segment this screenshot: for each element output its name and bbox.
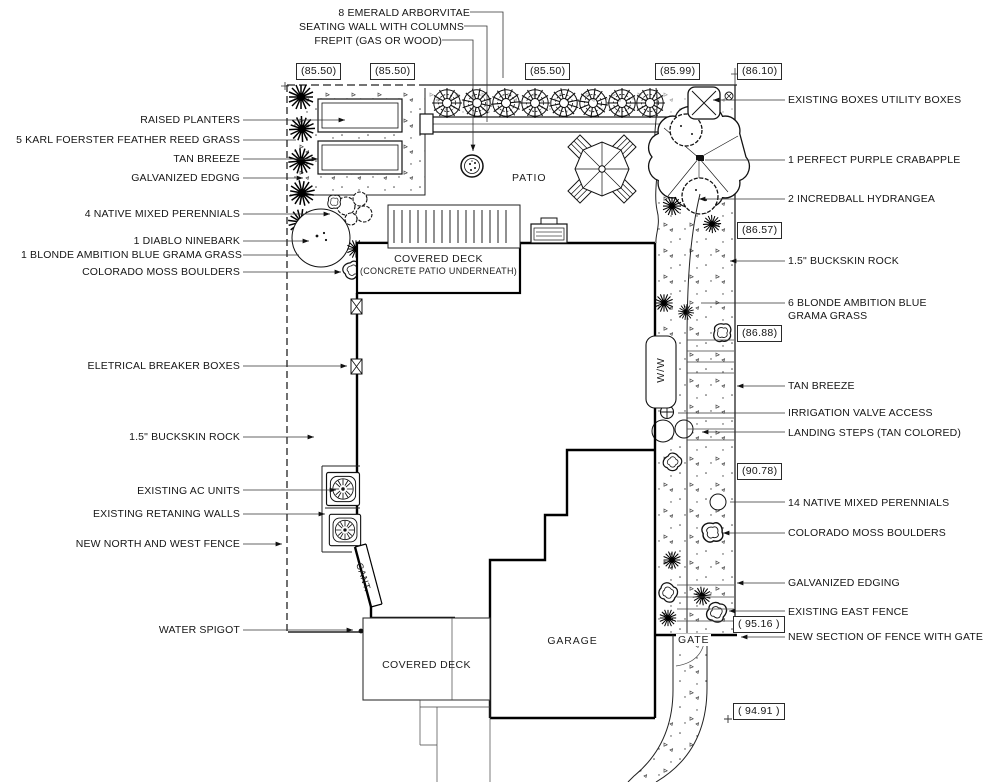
firepit-icon	[460, 154, 484, 178]
covered-deck-lower-label: COVERED DECK	[382, 659, 471, 671]
label-retaining-walls: EXISTING RETANING WALLS	[93, 508, 240, 520]
label-irrigation-valve: IRRIGATION VALVE ACCESS	[788, 407, 933, 419]
patio-label: PATIO	[512, 172, 547, 184]
elevation-marker: (86.57)	[737, 222, 783, 239]
elevation-marker: (85.50)	[296, 63, 342, 80]
elevation-marker: (86.88)	[737, 325, 783, 342]
deck-stairs	[387, 204, 521, 249]
label-moss-boulders-left: COLORADO MOSS BOULDERS	[82, 266, 240, 278]
elevation-marker: ( 95.16 )	[733, 616, 785, 633]
label-east-fence: EXISTING EAST FENCE	[788, 606, 909, 618]
gate-label: GATE	[676, 634, 712, 646]
label-ac-units: EXISTING AC UNITS	[137, 485, 240, 497]
water-spigot-icon	[358, 628, 364, 634]
label-blonde-ambition-left: 1 BLONDE AMBITION BLUE GRAMA GRASS	[21, 249, 242, 261]
label-utility-boxes: EXISTING BOXES UTILITY BOXES	[788, 94, 962, 106]
window-well-box	[645, 335, 677, 409]
irrigation-valve-icon	[659, 404, 675, 420]
utility-box-icon	[687, 86, 734, 120]
label-crabapple: 1 PERFECT PURPLE CRABAPPLE	[788, 154, 961, 166]
label-hydrangea: 2 INCREDBALL HYDRANGEA	[788, 193, 936, 205]
label-raised-planters: RAISED PLANTERS	[140, 114, 240, 126]
label-buckskin-rock-right: 1.5" BUCKSKIN ROCK	[788, 255, 899, 267]
label-breaker-boxes: ELETRICAL BREAKER BOXES	[87, 360, 240, 372]
label-new-fence-gate: NEW SECTION OF FENCE WITH GATE	[788, 631, 984, 643]
label-buckskin-rock-left: 1.5" BUCKSKIN ROCK	[129, 431, 240, 443]
patio-table-icon	[567, 134, 637, 204]
covered-deck-upper-label: COVERED DECK	[394, 253, 483, 265]
elevation-marker: (85.99)	[655, 63, 701, 80]
label-landing-steps: LANDING STEPS (TAN COLORED)	[788, 427, 962, 439]
left-bed-plants	[291, 191, 373, 283]
label-galvanized-edging-left: GALVANIZED EDGNG	[131, 172, 240, 184]
right-bed-plants	[651, 196, 732, 627]
label-tan-breeze-right: TAN BREEZE	[788, 380, 855, 392]
lower-deck	[358, 617, 491, 782]
label-moss-boulders-right: COLORADO MOSS BOULDERS	[788, 527, 946, 539]
label-blonde-ambition-right: 6 BLONDE AMBITION BLUE GRAMA GRASS	[788, 297, 927, 322]
label-galvanized-edging-right: GALVANIZED EDGING	[788, 577, 900, 589]
grill-icon	[530, 217, 568, 244]
label-firepit: FREPIT (GAS OR WOOD)	[314, 35, 442, 47]
leader-lines	[243, 11, 785, 640]
label-seating-wall: SEATING WALL WITH COLUMNS	[299, 21, 464, 33]
seating-wall	[419, 113, 683, 135]
label-native-perennials-left: 4 NATIVE MIXED PERENNIALS	[84, 208, 240, 220]
label-emerald-arborvitae: 8 EMERALD ARBORVITAE	[338, 7, 470, 19]
label-water-spigot: WATER SPIGOT	[158, 624, 240, 636]
label-native-perennials-right: 14 NATIVE MIXED PERENNIALS	[788, 497, 950, 509]
elevation-marker: (85.50)	[525, 63, 571, 80]
garage-label: GARAGE	[547, 635, 598, 647]
label-tan-breeze-left: TAN BREEZE	[173, 153, 240, 165]
elevation-marker: (86.10)	[737, 63, 783, 80]
label-karl-foerster-grass: 5 KARL FOERSTER FEATHER REED GRASS	[16, 134, 240, 146]
elevation-marker: (85.50)	[370, 63, 416, 80]
retaining-wall-ac-units	[321, 465, 362, 553]
elevation-marker: ( 94.91 )	[733, 703, 785, 720]
label-diablo-ninebark: 1 DIABLO NINEBARK	[133, 235, 240, 247]
raised-planters	[290, 88, 426, 196]
covered-deck-upper-sub-label: (CONCRETE PATIO UNDERNEATH)	[359, 266, 518, 276]
window-well-label: W/W	[655, 357, 667, 383]
elevation-marker: (90.78)	[737, 463, 783, 480]
label-north-west-fence: NEW NORTH AND WEST FENCE	[75, 538, 240, 550]
breaker-box-icons	[350, 298, 363, 375]
